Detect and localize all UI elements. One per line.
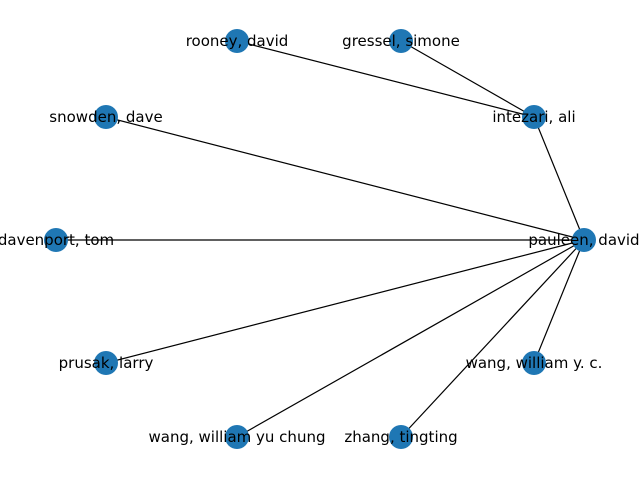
node-wang_wyc (225, 425, 249, 449)
edge-intezari-pauleen (533, 116, 585, 241)
label-layer: pauleen, david intezari, ali gressel, simo… (0, 32, 640, 446)
edge-wang_wyc-pauleen (236, 239, 585, 438)
node-intezari (522, 105, 546, 129)
node-snowden (94, 105, 118, 129)
node-label-pauleen: pauleen, david (528, 231, 639, 249)
edge-wang_wy-pauleen (533, 239, 585, 364)
edge-rooney-intezari (236, 40, 535, 118)
edge-snowden-pauleen (105, 116, 585, 241)
edge-prusak-pauleen (105, 239, 585, 364)
node-label-rooney: rooney, david (186, 32, 289, 50)
edge-zhang-pauleen (400, 239, 585, 438)
node-label-wang_wy: wang, william y. c. (466, 354, 603, 372)
node-prusak (94, 351, 118, 375)
node-wang_wy (522, 351, 546, 375)
edge-gressel-intezari (400, 40, 535, 118)
node-zhang (389, 425, 413, 449)
node-label-prusak: prusak, larry (59, 354, 154, 372)
node-gressel (389, 29, 413, 53)
node-layer (44, 29, 596, 449)
node-label-intezari: intezari, ali (492, 108, 575, 126)
node-davenport (44, 228, 68, 252)
node-label-zhang: zhang, tingting (344, 428, 457, 446)
node-label-davenport: davenport, tom (0, 231, 114, 249)
edge-layer (56, 40, 585, 438)
node-label-snowden: snowden, dave (49, 108, 162, 126)
node-rooney (225, 29, 249, 53)
node-label-wang_wyc: wang, william yu chung (149, 428, 326, 446)
node-label-gressel: gressel, simone (342, 32, 460, 50)
node-pauleen (572, 228, 596, 252)
